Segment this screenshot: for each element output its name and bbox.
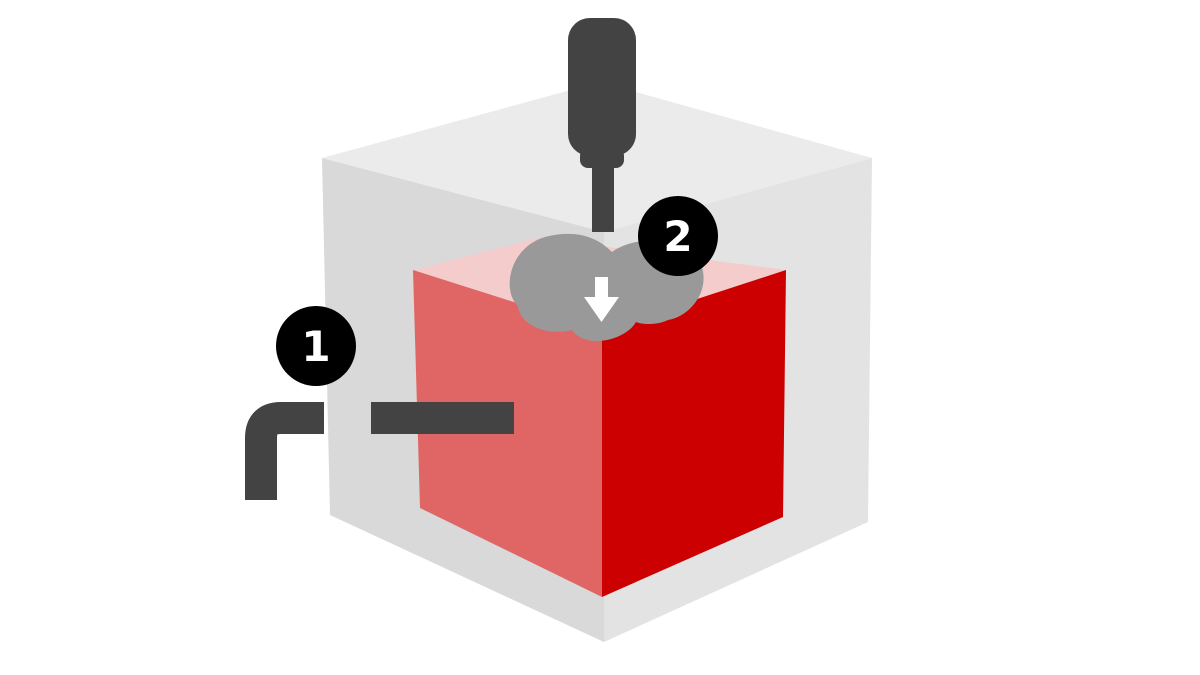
- nozzle-body: [568, 18, 636, 156]
- nozzle-collar: [580, 148, 624, 168]
- arrow-down-icon: [584, 277, 619, 322]
- callout-number-2: 2: [663, 212, 692, 261]
- callout-badge-1: 1: [276, 306, 356, 386]
- callout-badge-2: 2: [638, 196, 718, 276]
- pipe-inner-segment: [371, 402, 514, 434]
- nozzle-tip: [592, 164, 614, 232]
- inner-cube-right-face: [602, 270, 786, 597]
- pipe-outer-segment: [245, 402, 324, 500]
- bent-pipe-icon: [245, 402, 514, 500]
- callout-number-1: 1: [301, 322, 330, 371]
- print-nozzle-icon: [568, 18, 636, 232]
